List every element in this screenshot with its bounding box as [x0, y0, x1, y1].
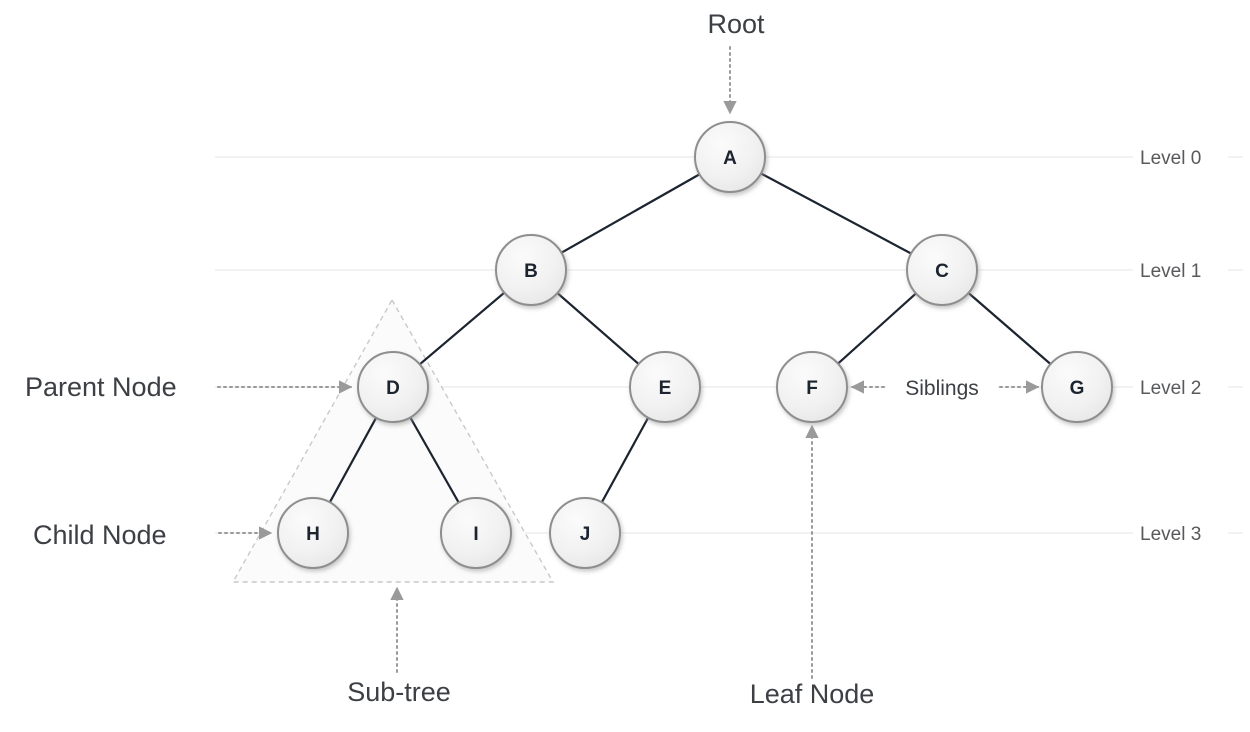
node-circle-a[interactable]	[694, 121, 766, 193]
node-label-a: A	[723, 148, 737, 169]
node-circle-b[interactable]	[495, 234, 567, 306]
node-circle-c[interactable]	[906, 234, 978, 306]
node-label-c: C	[935, 261, 949, 282]
annotation-label-siblings-backing	[886, 372, 998, 400]
annotation-label-root: Root	[707, 9, 765, 39]
tree-node-j[interactable]: J	[549, 497, 621, 569]
level-label-0-backing	[1133, 145, 1228, 169]
tree-node-f[interactable]: F	[776, 351, 848, 423]
level-label-1: Level 1	[1140, 261, 1201, 282]
tree-node-i[interactable]: I	[440, 497, 512, 569]
node-circle-e[interactable]	[629, 351, 701, 423]
level-label-2-backing	[1133, 375, 1228, 399]
tree-node-c[interactable]: C	[906, 234, 978, 306]
annotation-labels: Root Parent Node Child Node Siblings Sub…	[25, 9, 998, 709]
tree-nodes: A B C D E F G	[277, 121, 1113, 569]
tree-node-g[interactable]: G	[1041, 351, 1113, 423]
tree-node-b[interactable]: B	[495, 234, 567, 306]
node-circle-g[interactable]	[1041, 351, 1113, 423]
node-label-i: I	[473, 524, 478, 545]
level-label-3: Level 3	[1140, 524, 1201, 545]
level-label-2: Level 2	[1140, 378, 1201, 399]
edge-a-b	[530, 156, 731, 271]
annotation-label-child-node: Child Node	[33, 520, 167, 550]
node-label-d: D	[386, 378, 400, 399]
node-label-g: G	[1070, 378, 1085, 399]
tree-node-e[interactable]: E	[629, 351, 701, 423]
annotation-label-sub-tree: Sub-tree	[347, 677, 451, 707]
node-label-j: J	[580, 524, 591, 545]
node-circle-j[interactable]	[549, 497, 621, 569]
annotation-arrows	[217, 46, 1040, 679]
annotation-label-leaf-node: Leaf Node	[750, 679, 875, 709]
node-label-b: B	[524, 261, 538, 282]
node-circle-h[interactable]	[277, 497, 349, 569]
level-labels: Level 0 Level 1 Level 2 Level 3	[1133, 145, 1228, 545]
node-label-h: H	[306, 524, 320, 545]
annotation-label-siblings: Siblings	[905, 377, 979, 400]
annotation-label-parent-node: Parent Node	[25, 372, 177, 402]
node-label-f: F	[806, 378, 818, 399]
node-circle-f[interactable]	[776, 351, 848, 423]
edge-a-c	[729, 156, 943, 271]
node-circle-d[interactable]	[357, 351, 429, 423]
tree-node-a[interactable]: A	[694, 121, 766, 193]
node-label-e: E	[659, 378, 672, 399]
node-circle-i[interactable]	[440, 497, 512, 569]
tree-node-d[interactable]: D	[357, 351, 429, 423]
level-label-1-backing	[1133, 258, 1228, 282]
level-label-0: Level 0	[1140, 148, 1201, 169]
level-label-3-backing	[1133, 521, 1228, 545]
tree-node-h[interactable]: H	[277, 497, 349, 569]
